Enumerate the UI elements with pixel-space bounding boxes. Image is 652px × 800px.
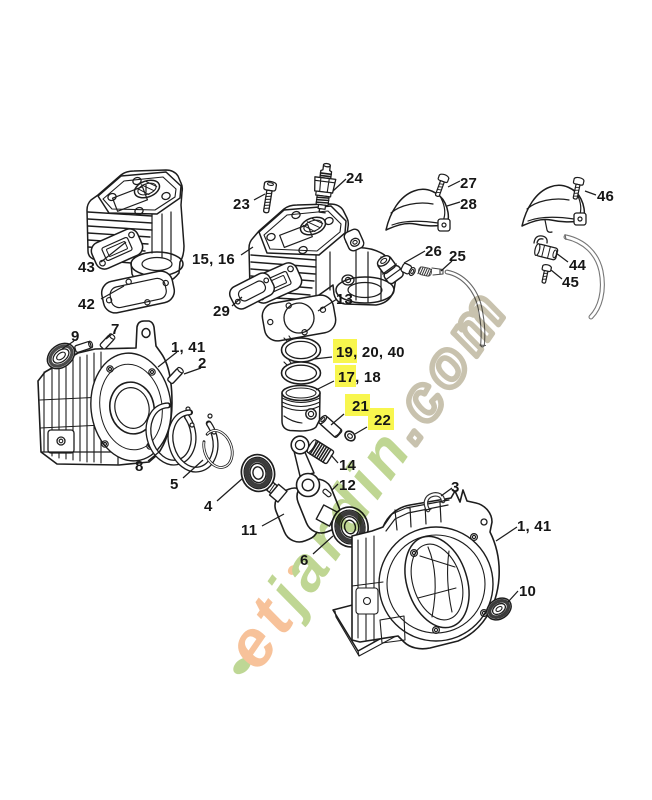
svg-text:17, 18: 17, 18 xyxy=(338,369,381,386)
svg-text:23: 23 xyxy=(233,196,250,213)
svg-text:13: 13 xyxy=(336,291,353,308)
svg-text:43: 43 xyxy=(78,259,95,276)
svg-text:24: 24 xyxy=(346,170,364,187)
svg-text:7: 7 xyxy=(111,321,120,338)
svg-text:15, 16: 15, 16 xyxy=(192,251,235,268)
svg-text:9: 9 xyxy=(71,328,80,345)
svg-text:2: 2 xyxy=(198,355,207,372)
svg-text:28: 28 xyxy=(460,196,477,213)
svg-text:26: 26 xyxy=(425,243,442,260)
svg-text:3: 3 xyxy=(451,479,460,496)
svg-text:5: 5 xyxy=(170,476,179,493)
svg-text:10: 10 xyxy=(519,583,536,600)
svg-text:4: 4 xyxy=(204,498,213,515)
svg-text:44: 44 xyxy=(569,257,587,274)
svg-text:25: 25 xyxy=(449,248,466,265)
svg-text:1, 41: 1, 41 xyxy=(517,518,551,535)
svg-text:11: 11 xyxy=(241,522,257,539)
svg-text:8: 8 xyxy=(135,458,144,475)
svg-text:45: 45 xyxy=(562,274,579,291)
svg-text:27: 27 xyxy=(460,175,477,192)
svg-text:22: 22 xyxy=(374,412,391,429)
svg-text:46: 46 xyxy=(597,188,614,205)
svg-text:19, 20, 40: 19, 20, 40 xyxy=(336,344,405,361)
svg-text:29: 29 xyxy=(213,303,230,320)
svg-text:14: 14 xyxy=(339,457,357,474)
svg-text:1, 41: 1, 41 xyxy=(171,339,205,356)
svg-text:42: 42 xyxy=(78,296,95,313)
svg-text:12: 12 xyxy=(339,477,356,494)
svg-text:21: 21 xyxy=(352,398,369,415)
svg-text:6: 6 xyxy=(300,552,309,569)
